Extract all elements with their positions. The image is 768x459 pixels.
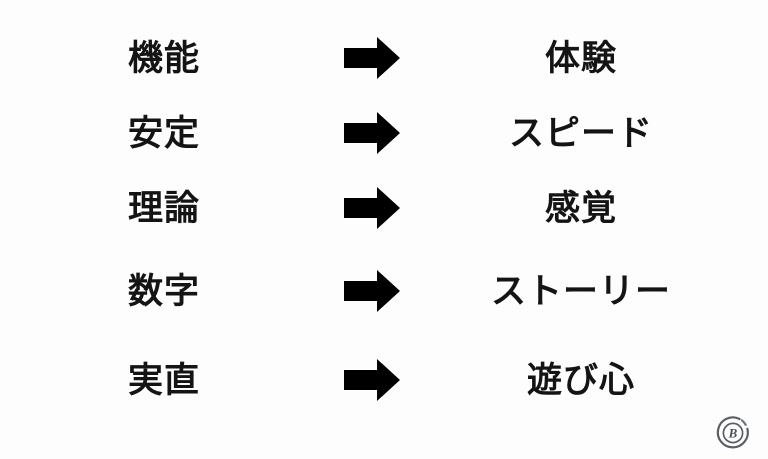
right-arrow-icon	[344, 359, 402, 401]
from-term: 安定	[128, 113, 201, 153]
from-term: 実直	[128, 360, 201, 400]
circled-b-logo: B	[714, 414, 752, 452]
table-row: 数字 ストーリー	[0, 263, 768, 319]
table-row: 安定 スピード	[0, 105, 768, 161]
table-row: 機能 体験	[0, 30, 768, 86]
to-term: 遊び心	[526, 360, 635, 400]
to-term: ストーリー	[490, 271, 671, 311]
transformation-list: 機能 体験 安定 スピード 理論	[0, 30, 768, 408]
from-term: 機能	[128, 38, 201, 78]
to-term: 体験	[544, 38, 617, 78]
right-arrow-icon	[344, 112, 402, 154]
to-term: スピード	[508, 113, 653, 153]
right-arrow-icon	[344, 270, 402, 312]
right-arrow-icon	[344, 37, 402, 79]
to-term: 感覚	[544, 188, 617, 228]
table-row: 実直 遊び心	[0, 352, 768, 408]
right-arrow-icon	[344, 187, 402, 229]
table-row: 理論 感覚	[0, 180, 768, 236]
from-term: 数字	[128, 271, 201, 311]
from-term: 理論	[128, 188, 201, 228]
logo-letter: B	[728, 426, 738, 441]
